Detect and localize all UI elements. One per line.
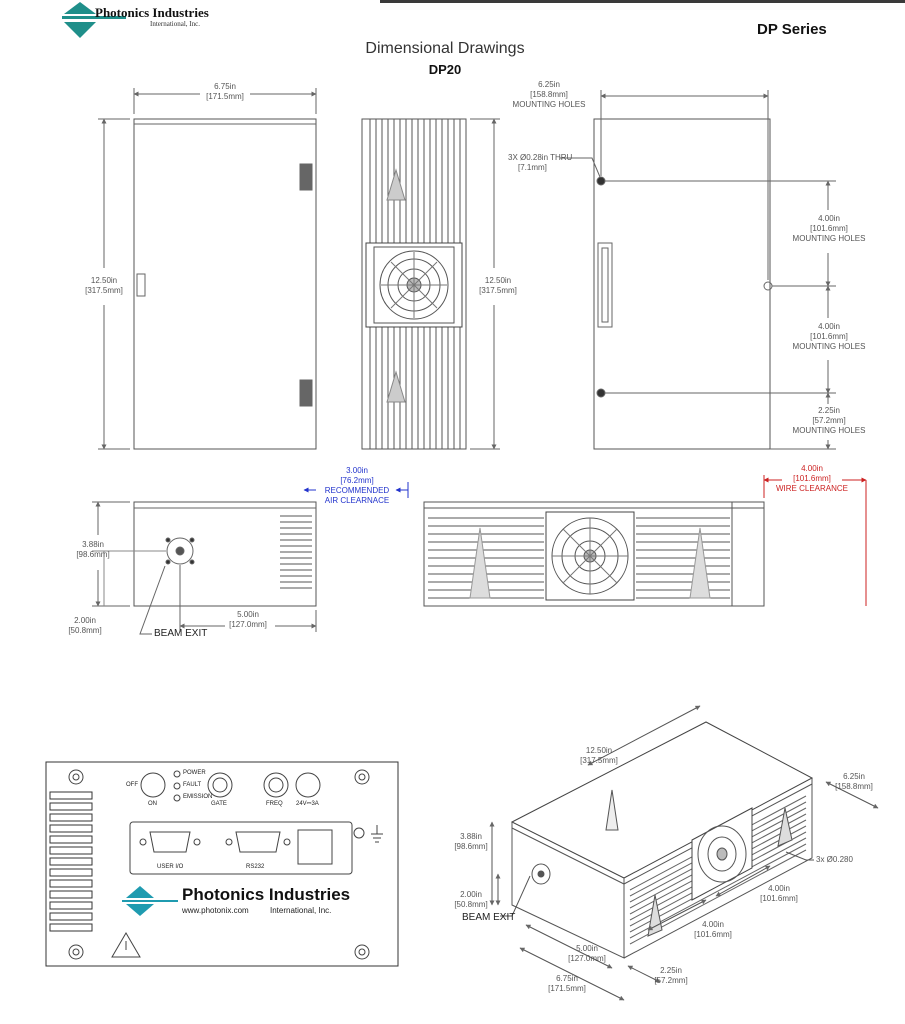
panel-power: POWER [183,770,206,776]
dim-end-height: 3.88in[98.6mm] [76,540,110,559]
iso-hole-3: 2.25in[57.2mm] [654,966,688,985]
company-logo [62,2,126,38]
side-long-view [423,480,867,607]
panel-user-io: USER I/O [157,864,184,870]
dim-mount-width: 6.25in[158.8mm]MOUNTING HOLES [512,80,586,109]
panel-freq: FREQ [266,801,283,807]
logo-text: Photonics Industries International, Inc. [95,5,209,29]
iso-hole: 3x Ø0.280 [816,855,853,864]
iso-length: 12.50in[317.5mm] [580,746,618,765]
panel-company: Photonics Industries [182,885,351,904]
panel-inc: International, Inc. [270,906,332,915]
iso-total-width: 6.75in[171.5mm] [548,974,586,993]
dim-wire-clearance: 4.00in[101.6mm]WIRE CLEARANCE [775,464,848,493]
dim-beam-offset: 5.00in[127.0mm] [229,610,267,629]
top-view [98,88,317,450]
wire-clearance-dim [763,475,867,498]
heatsink-front-view [361,118,500,450]
dim-beam-height: 2.00in[50.8mm] [68,616,102,635]
panel-gate: GATE [211,801,227,807]
panel-supply: 24V⎓3A [296,801,319,807]
panel-logo [122,886,178,916]
mounting-view [560,90,836,450]
iso-beam-exit: BEAM EXIT [462,912,516,923]
logo-company-sub: International, Inc. [150,20,200,28]
dim-hole-spec: 3X Ø0.28in THRU[7.1mm] [508,153,573,172]
iso-width: 6.25in[158.8mm] [835,772,873,791]
dim-hole-3: 2.25in[57.2mm]MOUNTING HOLES [792,406,866,435]
dim-top-width: 6.75in[171.5mm] [206,82,244,101]
panel-fault: FAULT [183,782,202,788]
panel-emission: EMISSION [183,794,213,800]
iso-beam-height: 2.00in[50.8mm] [454,890,488,909]
iso-offset: 5.00in[127.0mm] [568,944,606,963]
front-panel [45,761,399,967]
dim-front-height: 12.50in[317.5mm] [479,276,517,295]
isometric-view [489,705,879,1001]
series-label: DP Series [757,21,827,38]
dim-hole-1: 4.00in[101.6mm]MOUNTING HOLES [792,214,866,243]
air-clearance-dim [303,482,409,498]
beam-exit-label: BEAM EXIT [154,628,208,639]
panel-on: ON [148,801,157,807]
dim-hole-2: 4.00in[101.6mm]MOUNTING HOLES [792,322,866,351]
dim-side-height: 12.50in[317.5mm] [85,276,123,295]
end-view [92,501,317,635]
panel-url: www.photonix.com [182,906,249,915]
page-title: Dimensional Drawings [365,40,525,57]
logo-company: Photonics Industries [95,5,209,20]
iso-hole-2: 4.00in[101.6mm] [694,920,732,939]
model-label: DP20 [428,62,462,77]
panel-rs232: RS232 [246,864,265,870]
panel-off: OFF [126,782,138,788]
iso-hole-1: 4.00in[101.6mm] [760,884,798,903]
header-rule [380,0,905,3]
iso-height: 3.88in[98.6mm] [454,832,488,851]
